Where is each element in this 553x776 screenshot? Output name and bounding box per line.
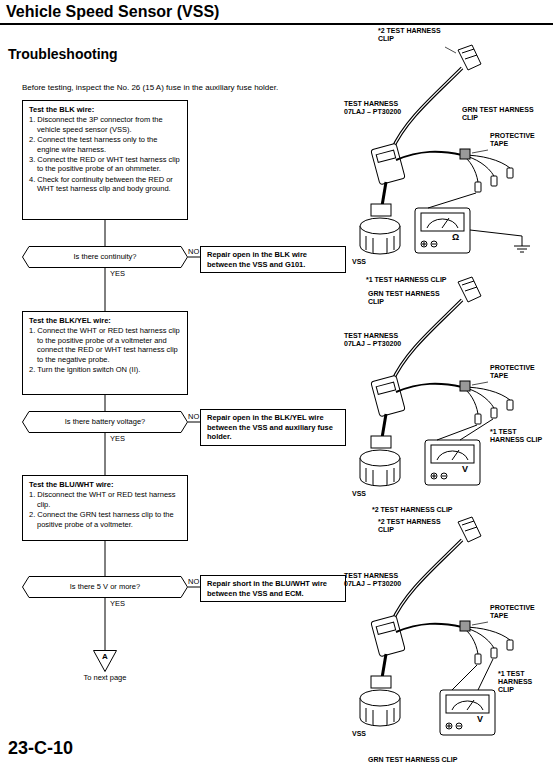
test-step-box: Test the BLK/YEL wire:1. Connect the WHT… bbox=[22, 311, 188, 395]
step-item: 1. Connect the WHT or RED test harness c… bbox=[29, 326, 181, 364]
decision-shape bbox=[23, 412, 188, 433]
meter-symbol: V bbox=[477, 714, 483, 724]
meter-symbol: Ω bbox=[452, 232, 459, 242]
decision-text: Is there 5 V or more? bbox=[34, 582, 176, 591]
off-page-connector: A bbox=[93, 650, 117, 672]
step-heading: Test the BLK/YEL wire: bbox=[29, 316, 181, 325]
repair-box: Repair open in the BLK/YEL wire between … bbox=[200, 409, 346, 446]
part-label: VSS bbox=[352, 258, 366, 266]
test-step-box: Test the BLU/WHT wire:1. Disconnect the … bbox=[22, 475, 188, 541]
flow-connector bbox=[105, 433, 106, 475]
decision-hexagon: Is there continuity? bbox=[22, 246, 188, 268]
section-heading: Troubleshooting bbox=[8, 46, 118, 62]
edge-label: YES bbox=[109, 270, 126, 278]
page-number: 23-C-10 bbox=[8, 738, 73, 759]
flow-connector bbox=[105, 598, 106, 650]
edge-label: YES bbox=[109, 600, 126, 608]
title-rule bbox=[0, 23, 553, 25]
flow-connector bbox=[105, 268, 106, 311]
repair-box: Repair short in the BLU/WHT wire between… bbox=[200, 575, 346, 602]
decision-text: Is there continuity? bbox=[34, 252, 176, 261]
part-label: PROTECTIVE TAPE bbox=[490, 604, 546, 620]
ohmmeter-figure bbox=[415, 208, 470, 253]
part-label: *1 TEST HARNESS CLIP bbox=[498, 670, 550, 694]
decision-shape bbox=[23, 247, 188, 268]
test-harness-figure bbox=[360, 45, 513, 254]
edge-label: NO bbox=[187, 248, 200, 256]
part-label: GRN TEST HARNESS CLIP bbox=[368, 290, 444, 306]
flow-connector bbox=[188, 422, 200, 423]
flow-connector bbox=[105, 395, 106, 411]
voltmeter-figure bbox=[440, 690, 495, 735]
part-label: PROTECTIVE TAPE bbox=[490, 132, 546, 148]
voltmeter-figure bbox=[425, 440, 480, 485]
step-item: 4. Check for continuity between the RED … bbox=[29, 175, 181, 194]
edge-label: NO bbox=[187, 578, 200, 586]
repair-box: Repair open in the BLK wire between the … bbox=[200, 246, 346, 273]
decision-hexagon: Is there 5 V or more? bbox=[22, 576, 188, 598]
tool-label: TEST HARNESS 07LAJ – PT30200 bbox=[344, 572, 408, 588]
triangle-shape bbox=[94, 651, 117, 672]
flow-connector bbox=[105, 220, 106, 246]
edge-label: YES bbox=[109, 435, 126, 443]
repair-text: Repair open in the BLK wire between the … bbox=[207, 250, 339, 269]
edge-label: NO bbox=[187, 413, 200, 421]
step-item: 2. Connect the test harness only to the … bbox=[29, 135, 181, 154]
part-label: GRN TEST HARNESS CLIP bbox=[368, 756, 457, 764]
part-label: GRN TEST HARNESS CLIP bbox=[462, 106, 538, 122]
step-item: 2. Turn the ignition switch ON (II). bbox=[29, 365, 181, 374]
part-label: *2 TEST HARNESS CLIP bbox=[372, 506, 453, 514]
decision-hexagon: Is there battery voltage? bbox=[22, 411, 188, 433]
step-heading: Test the BLK wire: bbox=[29, 105, 181, 114]
step-heading: Test the BLU/WHT wire: bbox=[29, 480, 181, 489]
part-label: *2 TEST HARNESS CLIP bbox=[378, 27, 450, 43]
test-harness-figure bbox=[360, 277, 513, 486]
connector-letter: A bbox=[93, 652, 117, 662]
part-label: *1 TEST HARNESS CLIP bbox=[366, 276, 447, 284]
repair-text: Repair short in the BLU/WHT wire between… bbox=[207, 579, 339, 598]
step-item: 3. Connect the RED or WHT test harness c… bbox=[29, 155, 181, 174]
step-item: 1. Disconnect the WHT or RED test harnes… bbox=[29, 490, 181, 509]
decision-shape bbox=[23, 577, 188, 598]
tool-label: TEST HARNESS 07LAJ – PT30200 bbox=[344, 332, 408, 348]
flow-connector bbox=[188, 587, 200, 588]
meter-symbol: V bbox=[462, 464, 468, 474]
decision-text: Is there battery voltage? bbox=[34, 417, 176, 426]
test-step-box: Test the BLK wire:1. Disconnect the 3P c… bbox=[22, 100, 188, 220]
leader-lines bbox=[445, 47, 488, 625]
flow-connector bbox=[188, 257, 200, 258]
continuation-note: To next page bbox=[60, 674, 150, 683]
page-title: Vehicle Speed Sensor (VSS) bbox=[6, 3, 219, 21]
step-item: 1. Disconnect the 3P connector from the … bbox=[29, 115, 181, 134]
part-label: *1 TEST HARNESS CLIP bbox=[490, 428, 546, 444]
part-label: VSS bbox=[352, 730, 366, 738]
part-label: *2 TEST HARNESS CLIP bbox=[378, 518, 450, 534]
part-label: VSS bbox=[352, 490, 366, 498]
repair-text: Repair open in the BLK/YEL wire between … bbox=[207, 413, 339, 441]
tool-label: TEST HARNESS 07LAJ – PT30200 bbox=[344, 100, 408, 116]
part-label: PROTECTIVE TAPE bbox=[490, 364, 546, 380]
flow-connector bbox=[105, 541, 106, 576]
intro-note: Before testing, inspect the No. 26 (15 A… bbox=[22, 83, 278, 92]
step-item: 2. Connect the GRN test harness clip to … bbox=[29, 510, 181, 529]
